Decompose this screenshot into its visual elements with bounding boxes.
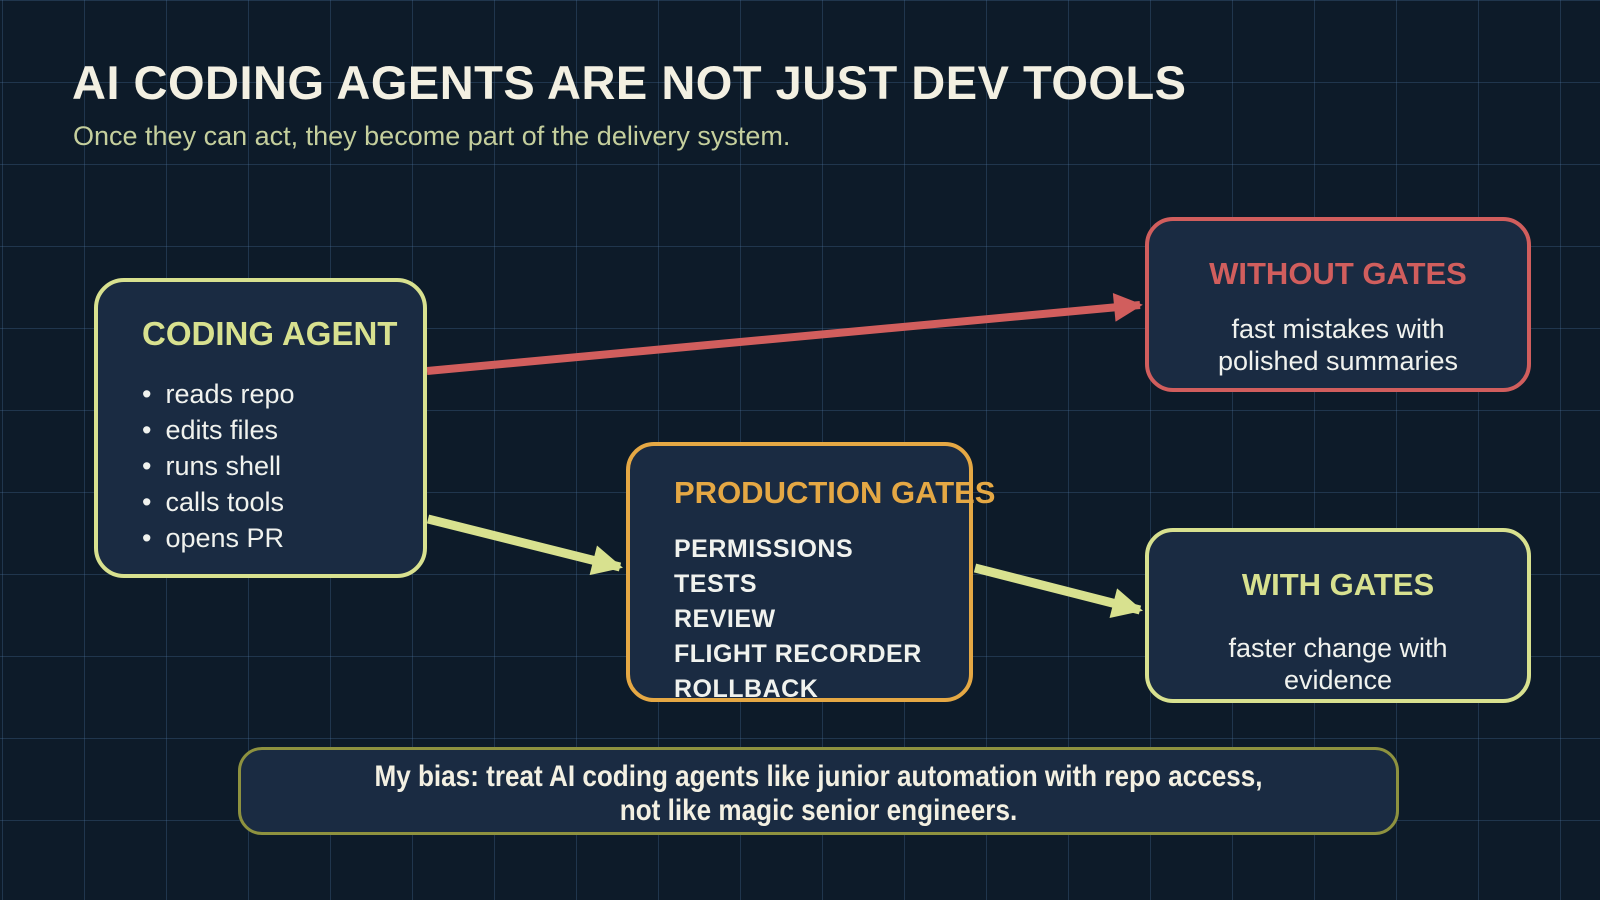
list-item: runs shell bbox=[142, 448, 423, 484]
coding-agent-box: CODING AGENT reads repo edits files runs… bbox=[94, 278, 427, 578]
list-item: REVIEW bbox=[674, 605, 776, 633]
body-line: evidence bbox=[1283, 665, 1393, 695]
coding-agent-capability-list: reads repo edits files runs shell calls … bbox=[142, 376, 423, 556]
bias-note-text: My bias: treat AI coding agents like jun… bbox=[316, 760, 1321, 828]
list-item: opens PR bbox=[142, 520, 423, 556]
list-item: reads repo bbox=[142, 376, 423, 412]
production-gates-list: PERMISSIONS TESTS REVIEW FLIGHT RECORDER… bbox=[674, 532, 969, 707]
body-line: polished summaries bbox=[1217, 346, 1459, 376]
without-gates-body: fast mistakes with polished summaries bbox=[1149, 313, 1527, 377]
with-gates-box: WITH GATES faster change with evidence bbox=[1145, 528, 1531, 703]
list-item: PERMISSIONS bbox=[674, 535, 854, 563]
production-gates-box: PRODUCTION GATES PERMISSIONS TESTS REVIE… bbox=[626, 442, 996, 703]
list-item: FLIGHT RECORDER bbox=[674, 640, 922, 668]
slide-subtitle: Once they can act, they become part of t… bbox=[73, 121, 791, 151]
with-gates-body: faster change with evidence bbox=[1149, 632, 1527, 696]
list-item: calls tools bbox=[142, 484, 423, 520]
bias-note-line: My bias: treat AI coding agents like jun… bbox=[374, 760, 1263, 793]
bias-note-line: not like magic senior engineers. bbox=[619, 794, 1018, 827]
list-item: TESTS bbox=[674, 570, 758, 598]
body-line: fast mistakes with bbox=[1231, 314, 1445, 344]
production-gates-title: PRODUCTION GATES bbox=[674, 475, 996, 510]
bias-note-box: My bias: treat AI coding agents like jun… bbox=[238, 747, 1399, 835]
with-gates-title: WITH GATES bbox=[1241, 567, 1435, 602]
coding-agent-title: CODING AGENT bbox=[142, 315, 398, 352]
list-item: ROLLBACK bbox=[674, 675, 819, 703]
slide-title: AI CODING AGENTS ARE NOT JUST DEV TOOLS bbox=[72, 56, 1187, 109]
without-gates-title: WITHOUT GATES bbox=[1209, 256, 1467, 291]
without-gates-box: WITHOUT GATES fast mistakes with polishe… bbox=[1145, 217, 1531, 392]
list-item: edits files bbox=[142, 412, 423, 448]
body-line: faster change with bbox=[1228, 633, 1448, 663]
